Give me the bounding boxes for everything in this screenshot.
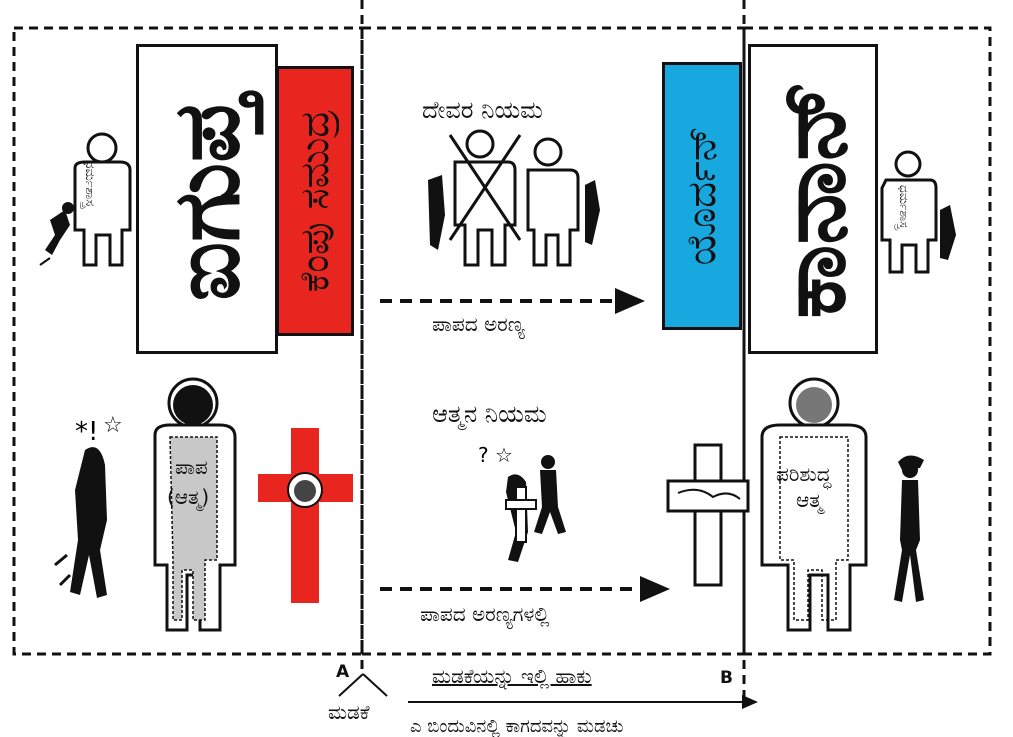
- svg-text:*!: *!: [75, 417, 98, 447]
- fold-here-label: ಮಡಕೆಯನ್ನು ಇಲ್ಲಿ ಹಾಕು: [432, 664, 592, 688]
- red-sea-box: ಕೆಂಪು ಸಮುದ್ರ: [276, 66, 354, 336]
- sin-label-line1: ಪಾಪ: [175, 455, 208, 479]
- law-of-god-label: ದೇವರ ನಿಯಮ: [422, 96, 543, 124]
- svg-text:? ☆: ? ☆: [478, 443, 513, 467]
- jordan-label: ಯೊರ್ದನ್: [682, 126, 722, 265]
- devil-imp-figure: *! ☆: [45, 410, 135, 610]
- small-person-figure-right: [878, 150, 968, 280]
- wilderness-of-sin-label: ಪಾಪದ ಅರಣ್ಯ: [432, 312, 525, 336]
- egypt-title: ಐಗುಪ್ತ: [161, 96, 253, 301]
- svg-text:☆: ☆: [103, 413, 123, 438]
- in-wildernesses-of-sin-label: ಪಾಪದ ಅರಣ್ಯಗಳಲ್ಲಿ: [420, 602, 549, 626]
- sin-label-line2: (ಆತ್ಮ): [167, 485, 209, 509]
- red-sea-label: ಕೆಂಪು ಸಮುದ್ರ: [295, 110, 335, 292]
- marker-b: B: [720, 668, 733, 688]
- two-persons-law-figure: [420, 130, 610, 270]
- fold-label: ಮಡಕೆ: [328, 700, 370, 724]
- cross-and-devil-figure: ? ☆: [478, 432, 578, 572]
- law-of-spirit-label: ಆತ್ಮನ ನಿಯಮ: [432, 400, 547, 428]
- jordan-box: ಯೊರ್ದನ್: [662, 62, 742, 330]
- white-cross-icon: [668, 445, 748, 585]
- egypt-title-box: ಐಗುಪ್ತ: [136, 44, 278, 354]
- dashed-arrow-bottom: [380, 574, 680, 604]
- standing-man-figure: [880, 450, 940, 610]
- canaan-title-box: ಕಾನಾನ್: [748, 44, 878, 354]
- holy-spirit-line2: ಆತ್ಮ: [796, 488, 823, 512]
- fold-instruction-label: ಎ ಬಿಂದುವಿನಲ್ಲಿ ಕಾಗದವನ್ನು ಮಡಚು: [410, 716, 624, 737]
- small-figure-label-right: ಧರ್ಮಶಾಸ್ತ್ರ: [897, 185, 911, 229]
- fold-arrow: [408, 692, 768, 712]
- red-cross-icon: [258, 428, 353, 603]
- holy-spirit-line1: ಪರಿಶುದ್ಧ: [776, 462, 831, 486]
- small-figure-label-left: ಧರ್ಮಶಾಸ್ತ್ರ: [82, 160, 97, 208]
- canaan-title: ಕಾನಾನ್: [767, 80, 859, 318]
